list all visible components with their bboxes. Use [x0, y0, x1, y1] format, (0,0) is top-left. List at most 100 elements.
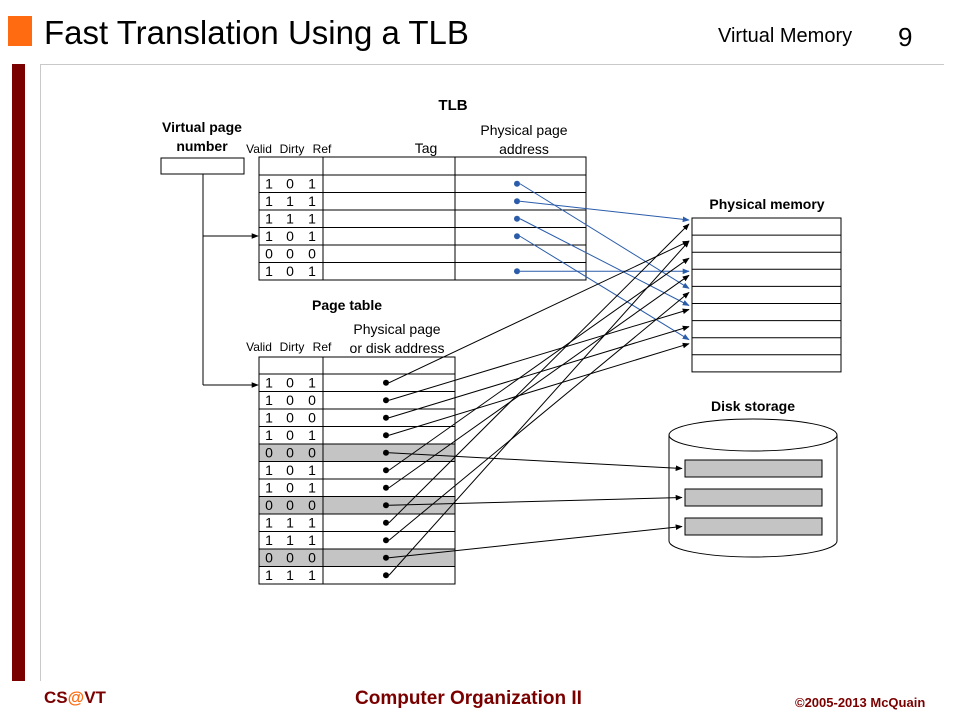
- disk-block: [684, 488, 823, 507]
- physical-memory-box: [691, 217, 842, 373]
- footer-vt: VT: [84, 688, 106, 707]
- tlb-bit: 1: [286, 193, 294, 209]
- disk-storage-top: [668, 418, 838, 452]
- page-table-bit: 1: [308, 375, 316, 391]
- footer-cs-vt: CS@VT: [44, 688, 106, 708]
- page-table-bit: 0: [286, 427, 294, 443]
- tlb-bit: 1: [286, 211, 294, 227]
- tlb-bit: 1: [265, 211, 273, 227]
- slide-number: 9: [898, 22, 913, 52]
- page-table-bit: 1: [265, 567, 273, 583]
- vpn-label-line1: Virtual page: [162, 119, 242, 135]
- tlb-entry-dot: [514, 268, 520, 275]
- tlb-bit: 1: [308, 263, 316, 279]
- page-table-bit: 0: [265, 550, 273, 566]
- page-table-bit: 1: [286, 567, 294, 583]
- page-table-entry-dot: [383, 432, 389, 439]
- page-table-bit: 1: [265, 532, 273, 548]
- page-table-bit: 1: [286, 532, 294, 548]
- page-table-bit: 0: [308, 550, 316, 566]
- page-table-bit: 1: [265, 480, 273, 496]
- page-table-bit: 1: [308, 427, 316, 443]
- page-table-bit: 0: [308, 392, 316, 408]
- page-table-entry-dot: [383, 397, 389, 404]
- pt-header-ref: Ref: [313, 340, 332, 354]
- tlb-diagram: TLB Virtual page number Valid Dirty Ref …: [160, 97, 842, 585]
- tlb-table-outline: [258, 156, 587, 281]
- page-table-bit: 1: [265, 410, 273, 426]
- disk-block: [684, 517, 823, 536]
- left-accent-bar: [12, 64, 25, 681]
- pt-header-dirty: Dirty: [280, 340, 305, 354]
- page-table-invalid-row: [259, 444, 455, 462]
- page-table-to-memory-arrow: [388, 291, 690, 541]
- page-table-to-memory-arrow: [388, 325, 690, 419]
- page-table-bit: 1: [265, 375, 273, 391]
- page-table-entry-dot: [383, 449, 389, 456]
- page-table-to-disk-arrow: [388, 452, 683, 471]
- footer-cs: CS: [44, 688, 68, 707]
- page-table-entry-dot: [383, 484, 389, 491]
- tlb-entry-dot: [514, 233, 520, 240]
- page-table-bit: 0: [286, 462, 294, 478]
- page-table-to-memory-arrow: [388, 240, 690, 576]
- tlb-bit: 0: [286, 263, 294, 279]
- tlb-bit: 0: [286, 176, 294, 192]
- page-table-bit: 0: [286, 392, 294, 408]
- page-table-entry-dot: [383, 502, 389, 509]
- page-table-entry-dot: [383, 467, 389, 474]
- disk-storage-label: Disk storage: [711, 398, 795, 414]
- page-table-to-memory-arrow: [388, 240, 690, 384]
- vpn-label-line2: number: [176, 138, 228, 154]
- tlb-header-addr-line1: Physical page: [480, 122, 567, 138]
- page-table-entry-dot: [383, 414, 389, 421]
- tlb-header-valid: Valid: [246, 142, 272, 156]
- page-table-entry-dot: [383, 554, 389, 561]
- page-table-bit: 0: [286, 375, 294, 391]
- page-table-entry-dot: [383, 537, 389, 544]
- section-name: Virtual Memory: [718, 25, 853, 47]
- page-table-bit: 0: [308, 410, 316, 426]
- page-table-to-memory-arrow: [388, 342, 690, 436]
- page-table-invalid-row: [259, 496, 455, 514]
- tlb-entry-dot: [514, 198, 520, 205]
- disk-block: [684, 459, 823, 478]
- tlb-bit: 1: [265, 176, 273, 192]
- page-table-bit: 1: [308, 515, 316, 531]
- footer-course-name: Computer Organization II: [355, 688, 582, 709]
- tlb-bit: 0: [286, 246, 294, 262]
- tlb-bit: 0: [265, 246, 273, 262]
- title-accent-square: [8, 16, 32, 46]
- page-table-bit: 1: [265, 462, 273, 478]
- vpn-box: [160, 157, 245, 175]
- pt-header-addr-line1: Physical page: [353, 321, 440, 337]
- pt-header-addr-line2: or disk address: [350, 340, 445, 356]
- tlb-entry-dot: [514, 180, 520, 187]
- tlb-header-ref: Ref: [313, 142, 332, 156]
- page-table-bit: 0: [286, 480, 294, 496]
- page-table-bit: 1: [308, 567, 316, 583]
- page-table-to-disk-arrow: [388, 494, 683, 506]
- page-table-to-memory-arrow: [388, 257, 690, 471]
- tlb-bit: 0: [308, 246, 316, 262]
- footer-copyright: ©2005-2013 McQuain: [795, 695, 926, 710]
- page-table-bit: 0: [308, 445, 316, 461]
- page-table-bit: 1: [308, 480, 316, 496]
- page-table-bit: 0: [265, 445, 273, 461]
- page-table-bit: 0: [286, 497, 294, 513]
- page-table-to-memory-arrow: [388, 223, 690, 524]
- footer-at: @: [67, 688, 85, 707]
- diagram-frame: TLB Virtual page number Valid Dirty Ref …: [40, 64, 944, 681]
- page-table-entry-dot: [383, 379, 389, 386]
- tlb-entry-dot: [514, 215, 520, 222]
- page-table-to-memory-arrow: [388, 308, 690, 401]
- tlb-bit: 1: [265, 263, 273, 279]
- slide-title: Fast Translation Using a TLB: [44, 14, 469, 51]
- tlb-title: TLB: [438, 97, 467, 114]
- page-table-bit: 1: [265, 392, 273, 408]
- tlb-bit: 1: [308, 228, 316, 244]
- page-table-bit: 0: [286, 550, 294, 566]
- tlb-bit: 1: [308, 176, 316, 192]
- pt-header-valid: Valid: [246, 340, 272, 354]
- page-table-bit: 0: [286, 445, 294, 461]
